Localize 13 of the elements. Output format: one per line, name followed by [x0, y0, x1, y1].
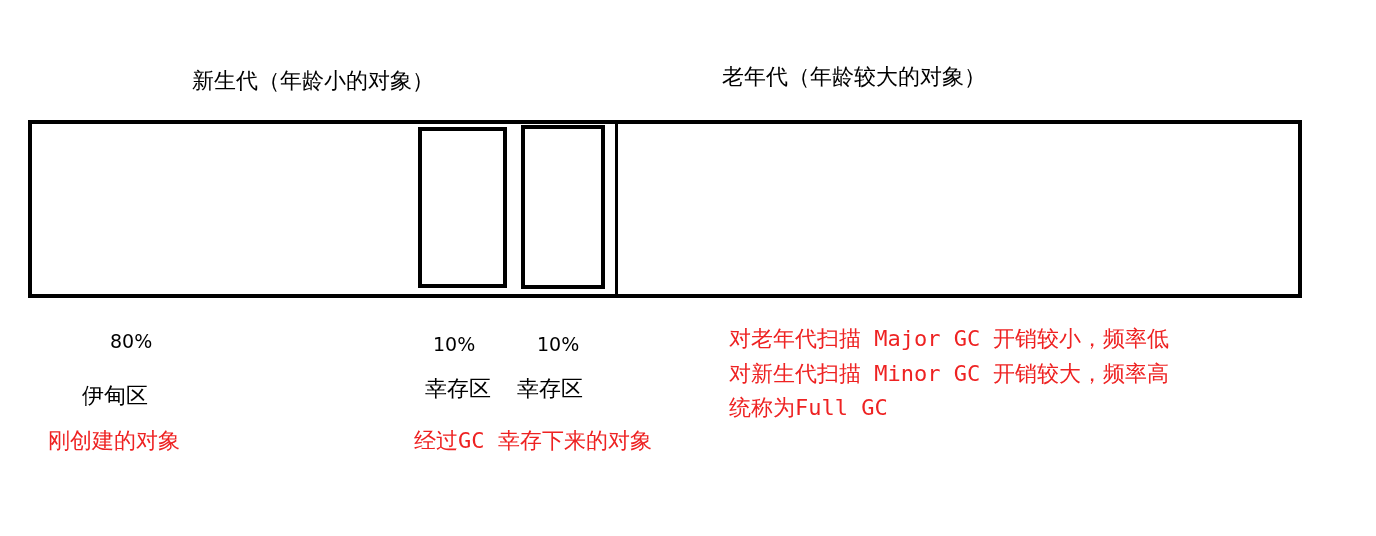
region-heading: 老年代（年龄较大的对象）: [722, 63, 986, 91]
region-heading: 新生代（年龄小的对象）: [192, 67, 434, 95]
region-label: 幸存区: [425, 375, 491, 403]
region-label: 伊甸区: [82, 382, 148, 410]
percentage-label: 10%: [537, 333, 580, 355]
note-text: 对新生代扫描 Minor GC 开销较大，频率高: [729, 360, 1170, 388]
percentage-label: 80%: [110, 330, 153, 352]
region-label: 幸存区: [517, 375, 583, 403]
note-text: 经过GC 幸存下来的对象: [414, 427, 652, 455]
note-text: 刚创建的对象: [48, 427, 180, 455]
note-text: 统称为Full GC: [729, 394, 888, 422]
percentage-label: 10%: [433, 333, 476, 355]
note-text: 对老年代扫描 Major GC 开销较小，频率低: [729, 325, 1170, 353]
